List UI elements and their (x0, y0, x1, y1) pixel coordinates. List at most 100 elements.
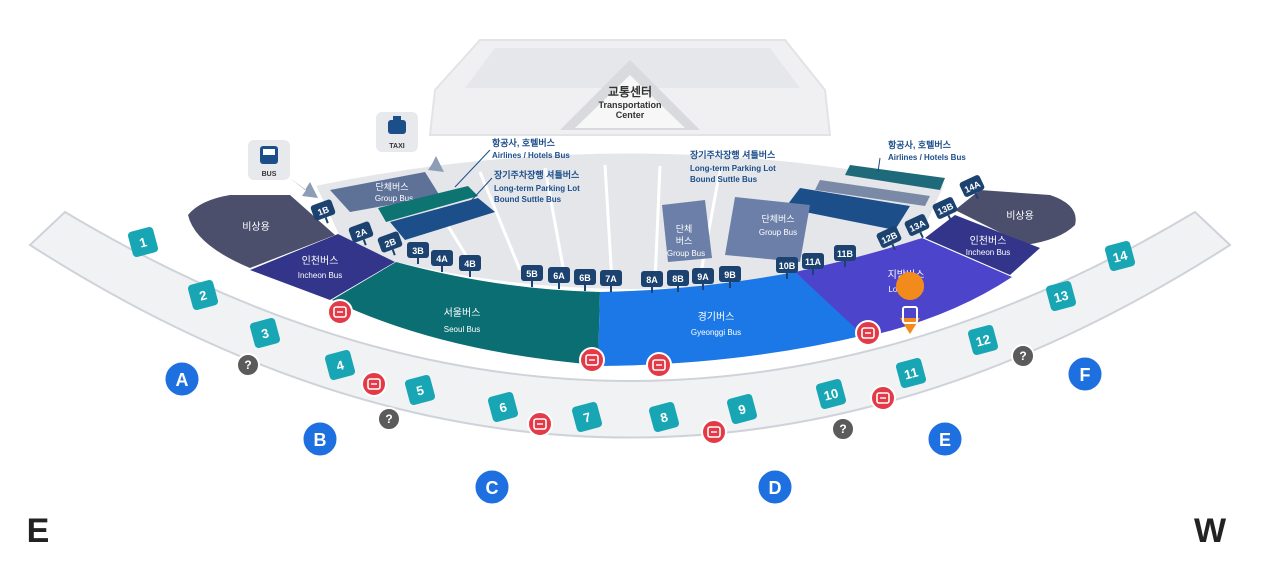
bus-stop-label: 6A (553, 271, 565, 281)
ticket-booth-icon[interactable] (327, 299, 353, 325)
gate-2[interactable]: 2 (187, 279, 219, 311)
gate-7[interactable]: 7 (571, 401, 603, 433)
info-desk-icon[interactable]: ? (1011, 344, 1035, 368)
bus-stop-11a: 11A (802, 253, 824, 275)
group-bus-mid-ko2: 버스 (676, 236, 693, 246)
gate-1[interactable]: 1 (127, 226, 159, 258)
group-bus-right-en: Group Bus (759, 228, 797, 237)
bus-stop-9a: 9A (692, 268, 714, 290)
group-bus-left-en: Group Bus (375, 194, 413, 203)
gyeonggi-ko: 경기버스 (698, 310, 735, 323)
gate-label: 2 (198, 287, 209, 303)
info-glyph: ? (839, 422, 846, 436)
entrance-a[interactable]: A (162, 359, 202, 399)
bus-stop-label: 8B (672, 274, 684, 284)
ticket-booth-icon[interactable] (579, 347, 605, 373)
bus-stop-1b: 1B (310, 199, 336, 224)
parking-left-ko: 장기주차장행 셔틀버스 (494, 169, 580, 180)
gate-label: 4 (335, 357, 347, 374)
incheon-bus-left-zone (250, 234, 395, 300)
parking-right-en1: Long-term Parking Lot (690, 164, 776, 173)
bus-stop-label: 4A (436, 254, 448, 264)
info-glyph: ? (1019, 349, 1026, 363)
ticket-booth-icon[interactable] (870, 385, 896, 411)
taxi-arrow-icon (418, 152, 444, 172)
ticket-booth-icon[interactable] (646, 352, 672, 378)
entrance-label: B (314, 430, 327, 450)
bus-icon-label: BUS (262, 171, 277, 178)
bus-stop-11b: 11B (834, 245, 856, 267)
seoul-ko: 서울버스 (444, 307, 481, 319)
gate-label: 13 (1052, 287, 1070, 305)
info-markers: ???? (236, 344, 1035, 441)
group-bus-mid-en: Group Bus (667, 249, 705, 258)
bus-stop-6a: 6A (548, 267, 570, 289)
emergency-right-zone (955, 190, 1076, 245)
ticket-booth-icon[interactable] (527, 411, 553, 437)
bus-stop-14a: 14A (959, 175, 985, 200)
entrance-b[interactable]: B (300, 419, 340, 459)
gate-8[interactable]: 8 (648, 401, 680, 433)
gate-5[interactable]: 5 (404, 374, 436, 406)
group-bus-right-zone (725, 197, 810, 262)
parking-left-en2: Bound Suttle Bus (494, 195, 562, 204)
bus-stop-8a: 8A (641, 271, 663, 293)
entrance-markers: A B C D E F (162, 354, 1105, 507)
airlines-right-en: Airlines / Hotels Bus (888, 153, 966, 162)
info-desk-icon[interactable]: ? (831, 417, 855, 441)
entrance-label: D (769, 478, 782, 498)
info-desk-icon[interactable]: ? (377, 407, 401, 431)
gate-label: 8 (659, 409, 670, 425)
entrance-d[interactable]: D (755, 467, 795, 507)
bus-stop-label: 10B (779, 261, 796, 271)
group-bus-left-ko: 단체버스 (375, 182, 408, 192)
bus-stop-label: 1B (316, 204, 331, 218)
airlines-left-ko: 항공사, 호텔버스 (492, 137, 556, 148)
gate-label: 9 (737, 401, 748, 417)
ticket-booth-icon[interactable] (855, 320, 881, 346)
bus-stop-4b: 4B (459, 255, 481, 277)
gate-4[interactable]: 4 (324, 349, 356, 381)
parking-left-en1: Long-term Parking Lot (494, 184, 580, 193)
gate-3[interactable]: 3 (249, 317, 281, 349)
bus-stop-10b: 10B (776, 257, 798, 279)
ticket-booth-icon[interactable] (361, 371, 387, 397)
ticket-booth-icon[interactable] (701, 419, 727, 445)
entrance-c[interactable]: C (472, 467, 512, 507)
gate-9[interactable]: 9 (726, 393, 758, 425)
bus-stop-2b: 2B (377, 231, 403, 256)
bus-icon: BUS (248, 140, 290, 180)
gate-label: 11 (903, 364, 920, 382)
gate-14[interactable]: 14 (1104, 240, 1136, 272)
bus-stop-label: 4B (464, 259, 476, 269)
gate-12[interactable]: 12 (967, 324, 999, 356)
info-desk-icon[interactable]: ? (236, 353, 260, 377)
gate-label: 6 (498, 399, 509, 415)
gyeonggi-bus-zone (598, 272, 865, 366)
entrance-label: A (176, 370, 189, 390)
taxi-icon: TAXI (376, 112, 418, 152)
gate-13[interactable]: 13 (1045, 280, 1077, 312)
group-bus-right-ko: 단체버스 (761, 214, 794, 224)
bus-stop-2a: 2A (348, 221, 374, 246)
entrance-e[interactable]: E (925, 419, 965, 459)
gate-label: 5 (415, 382, 426, 398)
airlines-right-ko: 항공사, 호텔버스 (888, 139, 952, 150)
bus-stop-label: 9A (697, 272, 709, 282)
entrance-f[interactable]: F (1065, 354, 1105, 394)
gate-10[interactable]: 10 (815, 378, 847, 410)
gate-6[interactable]: 6 (487, 391, 519, 423)
gate-label: 1 (138, 234, 149, 250)
bus-stop-label: 11A (805, 257, 822, 267)
incheon-left-ko: 인천버스 (302, 255, 339, 267)
bus-stop-13b: 13B (932, 197, 958, 222)
incheon-right-ko: 인천버스 (970, 235, 1007, 247)
local-bus-pin-icon (896, 272, 925, 334)
bus-stop-label: 6B (579, 273, 591, 283)
entrance-label: F (1080, 365, 1091, 385)
gate-11[interactable]: 11 (895, 357, 927, 389)
bus-stop-label: 7A (605, 274, 617, 284)
direction-east: E (27, 512, 50, 550)
direction-west: W (1194, 512, 1227, 550)
bus-stop-label: 11B (837, 249, 854, 259)
